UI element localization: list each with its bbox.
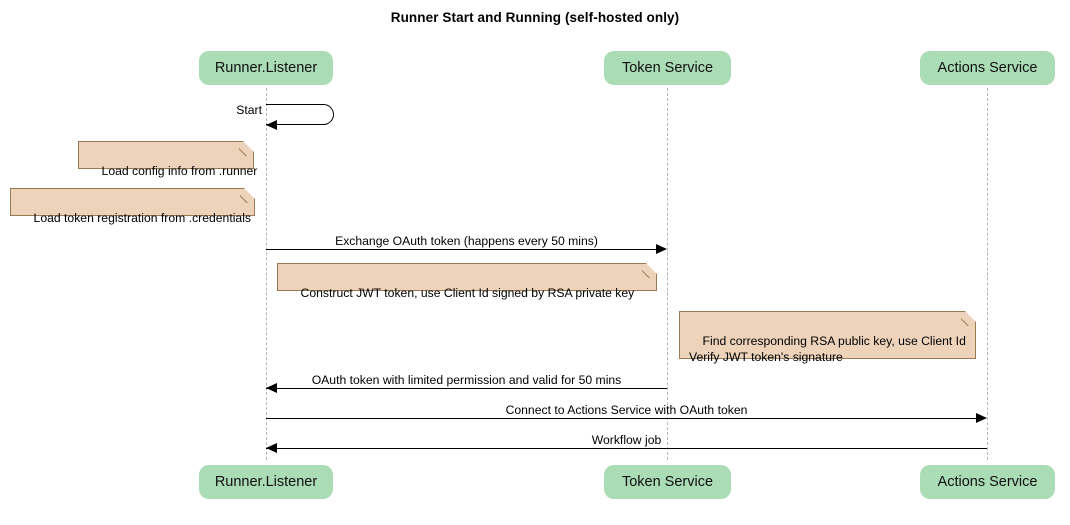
note-text: Find corresponding RSA public key, use C… [689,334,966,364]
lifeline-actions-service [987,88,988,460]
message-arrowhead-connect-actions-service [976,412,987,423]
message-label-oauth-token-returned: OAuth token with limited permission and … [311,373,622,387]
message-label-exchange-oauth-token: Exchange OAuth token (happens every 50 m… [335,234,598,248]
self-message-start-loop [266,104,334,125]
participant-label: Token Service [621,60,714,76]
message-arrowhead-workflow-job [266,442,277,453]
note-text: Load token registration from .credential… [33,211,252,225]
message-arrowhead-exchange-oauth-token [656,243,667,254]
participant-actions-service-bottom[interactable]: Actions Service [920,465,1055,499]
note-fold-corner-icon [243,141,254,152]
message-line-oauth-token-returned [266,388,667,389]
participant-label: Token Service [621,474,714,490]
participant-token-service-bottom[interactable]: Token Service [604,465,731,499]
message-arrowhead-oauth-token-returned [266,382,277,393]
lifeline-runner-listener [266,88,267,460]
note-verify-jwt-signature: Find corresponding RSA public key, use C… [679,311,976,364]
note-fold-corner-icon [244,188,255,199]
message-label-connect-actions-service: Connect to Actions Service with OAuth to… [505,403,748,417]
note-load-token-registration: Load token registration from .credential… [10,188,255,225]
participant-actions-service-top[interactable]: Actions Service [920,51,1055,85]
participant-token-service-top[interactable]: Token Service [604,51,731,85]
note-fold-corner-icon [965,311,976,322]
message-label-workflow-job: Workflow job [591,433,662,447]
participant-label: Actions Service [937,60,1038,76]
participant-label: Actions Service [937,474,1038,490]
self-message-start-arrowhead [266,119,277,130]
participant-label: Runner.Listener [214,60,318,76]
message-line-exchange-oauth-token [266,249,657,250]
note-text: Load config info from .runner [101,164,258,178]
message-label-start: Start [236,103,262,117]
message-line-connect-actions-service [266,418,977,419]
note-fold-corner-icon [646,263,657,274]
note-text: Construct JWT token, use Client Id signe… [300,286,635,300]
participant-runner-listener-bottom[interactable]: Runner.Listener [199,465,333,499]
note-construct-jwt-token: Construct JWT token, use Client Id signe… [277,263,657,300]
diagram-title: Runner Start and Running (self-hosted on… [390,10,680,25]
participant-label: Runner.Listener [214,474,318,490]
lifeline-token-service [667,88,668,460]
message-line-workflow-job [266,448,987,449]
note-load-config-info: Load config info from .runner [78,141,257,178]
participant-runner-listener-top[interactable]: Runner.Listener [199,51,333,85]
